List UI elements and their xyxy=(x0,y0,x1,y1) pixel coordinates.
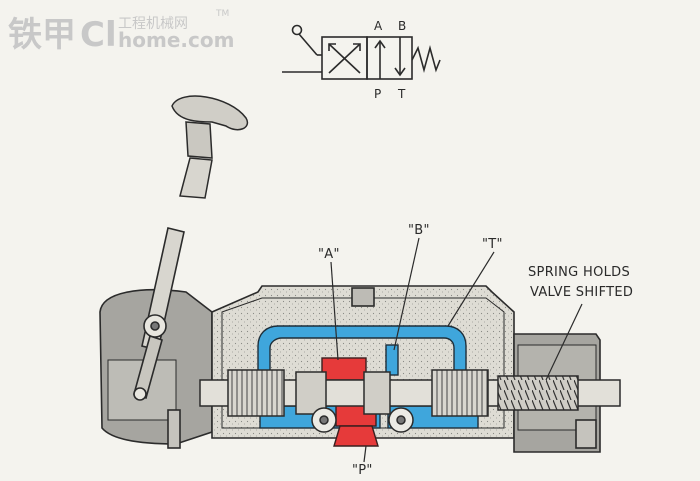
label-spring-line1: SPRING HOLDS xyxy=(528,265,630,280)
label-port-p: "P" xyxy=(352,463,373,478)
watermark-brand-cn: 铁甲 xyxy=(8,15,76,55)
detent-parts xyxy=(311,407,414,433)
label-port-b: "B" xyxy=(408,223,430,238)
leader-b xyxy=(393,237,420,351)
valve-symbol xyxy=(282,24,441,80)
watermark-tm: TM xyxy=(215,9,229,19)
watermark: 铁甲 Cl 工程机械网 home.com TM xyxy=(8,9,234,55)
lever-knob-symbol xyxy=(291,24,303,36)
handle-neck xyxy=(185,121,213,159)
leader-p xyxy=(363,445,367,463)
handle-exploded xyxy=(171,95,249,199)
symbol-port-a: A xyxy=(374,19,383,33)
spool-thread-right xyxy=(431,369,489,417)
label-spring-line2: VALVE SHIFTED xyxy=(530,285,633,300)
symbol-port-t: T xyxy=(397,87,406,101)
lever-link xyxy=(133,334,163,400)
spool xyxy=(199,369,621,417)
spool-land-2 xyxy=(363,371,391,415)
watermark-sub-cn: 工程机械网 xyxy=(118,16,188,32)
parallel-envelope xyxy=(366,36,413,80)
b-port-passage xyxy=(385,344,399,376)
lever-symbol xyxy=(298,33,318,56)
symbol-port-p: P xyxy=(374,87,381,101)
spool-land-1 xyxy=(295,371,327,415)
a-port-chamber xyxy=(321,357,367,381)
lever xyxy=(133,227,185,401)
watermark-brand-latin: Cl xyxy=(80,15,117,55)
symbol-port-b: B xyxy=(398,19,406,33)
leader-t xyxy=(447,251,495,327)
leader-a xyxy=(330,261,339,361)
watermark-domain: home.com xyxy=(118,28,234,52)
leader-lines xyxy=(330,237,583,463)
spring-coil xyxy=(497,375,579,411)
leader-spring xyxy=(545,303,583,381)
handle-knob xyxy=(171,95,249,131)
label-port-a: "A" xyxy=(318,247,340,262)
handle-stem xyxy=(179,157,213,199)
body-plug xyxy=(351,287,375,307)
p-port-inlet xyxy=(333,425,379,447)
label-port-t: "T" xyxy=(482,237,503,252)
spring-symbol xyxy=(411,44,441,74)
spool-thread-left xyxy=(227,369,285,417)
